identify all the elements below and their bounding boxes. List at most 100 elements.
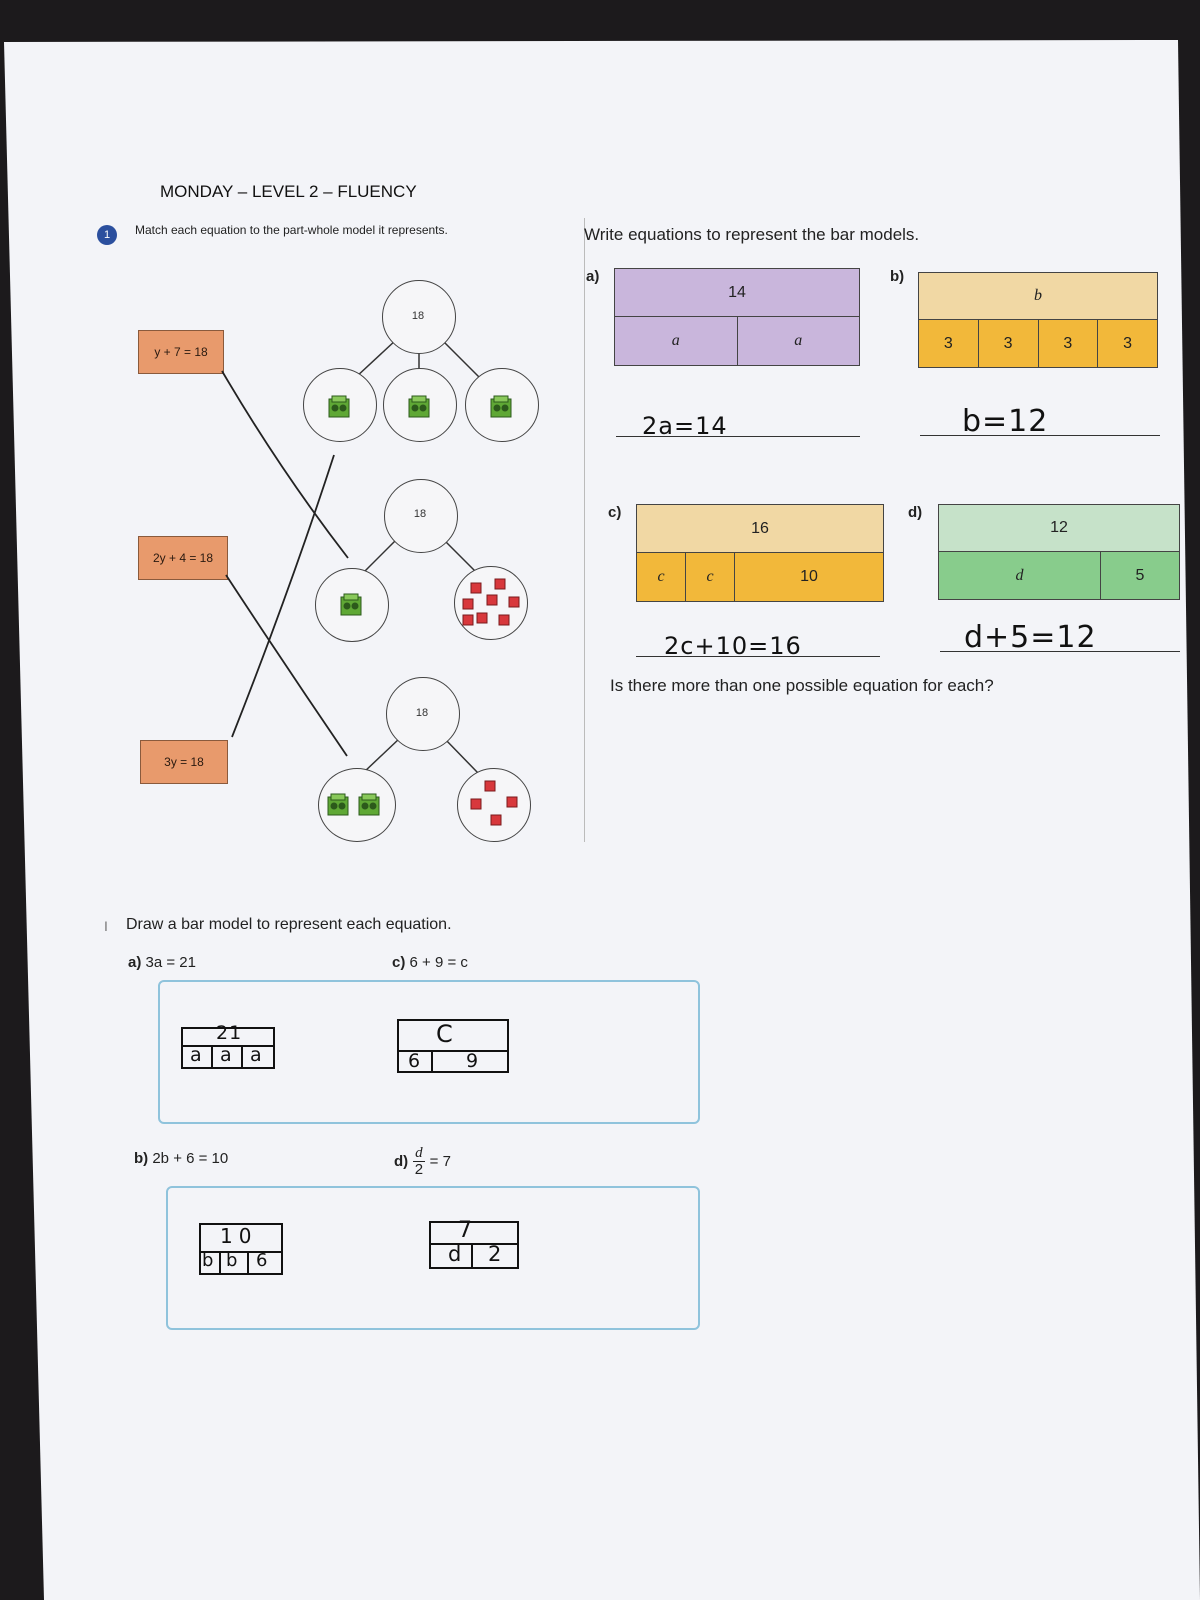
sketch-d-frame: [429, 1221, 519, 1269]
green-cube-icon: [490, 395, 512, 418]
question-3-number: I: [104, 918, 108, 934]
red-cube-icon: [484, 780, 496, 792]
bar-b-part: 3: [1038, 320, 1099, 367]
model-2-whole-value: 18: [413, 508, 427, 520]
question-1-instruction: Match each equation to the part-whole mo…: [135, 223, 448, 237]
sketch-a: 21 a a a: [180, 1022, 280, 1072]
q2-followup: Is there more than one possible equation…: [610, 676, 994, 695]
sketch-b-part: 6: [256, 1250, 269, 1271]
q3-d-numerator: d: [413, 1145, 425, 1162]
model-2-whole-circle: [384, 479, 458, 553]
question-1-badge: 1: [97, 225, 117, 245]
answer-c: 2c+10=16: [664, 632, 802, 660]
answer-line-d: [940, 651, 1180, 652]
bar-a-total: 14: [615, 269, 859, 317]
bar-a-part: a: [737, 317, 859, 365]
sketch-b: 10 b b 6: [198, 1222, 288, 1278]
green-cube-icon: [358, 793, 380, 816]
red-cube-icon: [462, 614, 474, 626]
bar-model-c: 16 c c 10: [636, 504, 884, 602]
model-1-branch-left: [354, 338, 398, 379]
model-3-branch-right: [443, 737, 479, 774]
match-line-3: [231, 454, 335, 738]
bar-b-part: 3: [919, 320, 979, 367]
answer-line-b: [920, 435, 1160, 436]
sketch-d: 7 d 2: [428, 1218, 524, 1274]
model-1-whole-value: 18: [411, 310, 425, 322]
model-3-branch-left: [362, 737, 401, 774]
green-cube-icon: [340, 593, 362, 616]
question-1-number: 1: [103, 229, 111, 241]
red-cube-icon: [462, 598, 474, 610]
red-cube-icon: [490, 814, 502, 826]
red-cube-icon: [486, 594, 498, 606]
q3-d-denominator: 2: [414, 1161, 424, 1178]
bar-b-part: 3: [1098, 320, 1157, 367]
model-3-whole-circle: [386, 677, 460, 751]
match-line-2: [225, 574, 348, 757]
bar-model-d: 12 d 5: [938, 504, 1180, 600]
q3-d-equation-rest: = 7: [429, 1153, 451, 1170]
red-cube-icon: [494, 578, 506, 590]
sketch-b-part: b: [202, 1250, 215, 1271]
answer-line-a: [616, 436, 860, 437]
red-cube-icon: [498, 614, 510, 626]
green-cube-icon: [327, 793, 349, 816]
bar-c-part: c: [637, 553, 686, 601]
green-cube-icon: [408, 395, 430, 418]
bar-c-part: c: [686, 553, 735, 601]
answer-a: 2a=14: [642, 412, 728, 440]
q3-d-letter: d): [394, 1153, 409, 1170]
q3-c-equation: 6 + 9 = c: [409, 954, 468, 971]
bar-c-total: 16: [637, 505, 883, 553]
equation-box-3: 3y = 18: [140, 740, 228, 784]
sketch-a-part: a: [250, 1044, 263, 1066]
drawing-frame-2[interactable]: [166, 1186, 700, 1330]
equation-box-1: y + 7 = 18: [138, 330, 224, 374]
model-1-branch-left: [440, 338, 481, 379]
column-divider: [584, 218, 585, 842]
sketch-c-total: C: [436, 1020, 454, 1048]
sketch-a-frame: [181, 1027, 275, 1069]
sketch-a-part: a: [220, 1044, 233, 1066]
sketch-a-part: a: [190, 1044, 203, 1066]
answer-line-c: [636, 656, 880, 657]
sketch-b-total: 10: [220, 1224, 258, 1248]
sketch-c-part: 6: [408, 1050, 422, 1072]
red-cube-icon: [476, 612, 488, 624]
q2-d-letter: d): [908, 504, 923, 521]
sketch-a-total: 21: [216, 1022, 243, 1044]
q3-c-letter: c): [392, 954, 406, 971]
q3-d-label: d) d 2 = 7: [394, 1145, 451, 1178]
sketch-d-part: d: [448, 1242, 463, 1266]
bar-d-total: 12: [939, 505, 1179, 552]
bar-c-part: 10: [735, 553, 883, 601]
q3-b-label: b) 2b + 6 = 10: [134, 1150, 228, 1167]
sketch-c: C 6 9: [396, 1018, 514, 1080]
model-3-whole-value: 18: [415, 707, 429, 719]
answer-d: d+5=12: [964, 620, 1097, 655]
match-line-1: [221, 370, 349, 559]
q2-a-letter: a): [586, 268, 600, 285]
red-cube-icon: [508, 596, 520, 608]
sketch-c-part: 9: [466, 1050, 480, 1072]
bar-d-part: 5: [1101, 552, 1179, 599]
q3-a-equation: 3a = 21: [145, 954, 196, 971]
sketch-d-part: 2: [488, 1242, 503, 1266]
drawing-frame-1[interactable]: [158, 980, 700, 1124]
sketch-d-total: 7: [458, 1218, 473, 1243]
bar-model-a: 14 a a: [614, 268, 860, 366]
question-2-instruction: Write equations to represent the bar mod…: [584, 225, 920, 244]
sketch-c-frame: [397, 1019, 509, 1073]
red-cube-icon: [470, 582, 482, 594]
red-cube-icon: [506, 796, 518, 808]
q3-b-equation: 2b + 6 = 10: [152, 1150, 229, 1167]
equation-box-2: 2y + 4 = 18: [138, 536, 228, 580]
green-cube-icon: [328, 395, 350, 418]
red-cube-icon: [470, 798, 482, 810]
bar-model-b: b 3 3 3 3: [918, 272, 1158, 368]
page-title: MONDAY – LEVEL 2 – FLUENCY: [160, 182, 417, 201]
question-3-instruction: Draw a bar model to represent each equat…: [126, 916, 452, 933]
bar-b-part: 3: [978, 320, 1039, 367]
